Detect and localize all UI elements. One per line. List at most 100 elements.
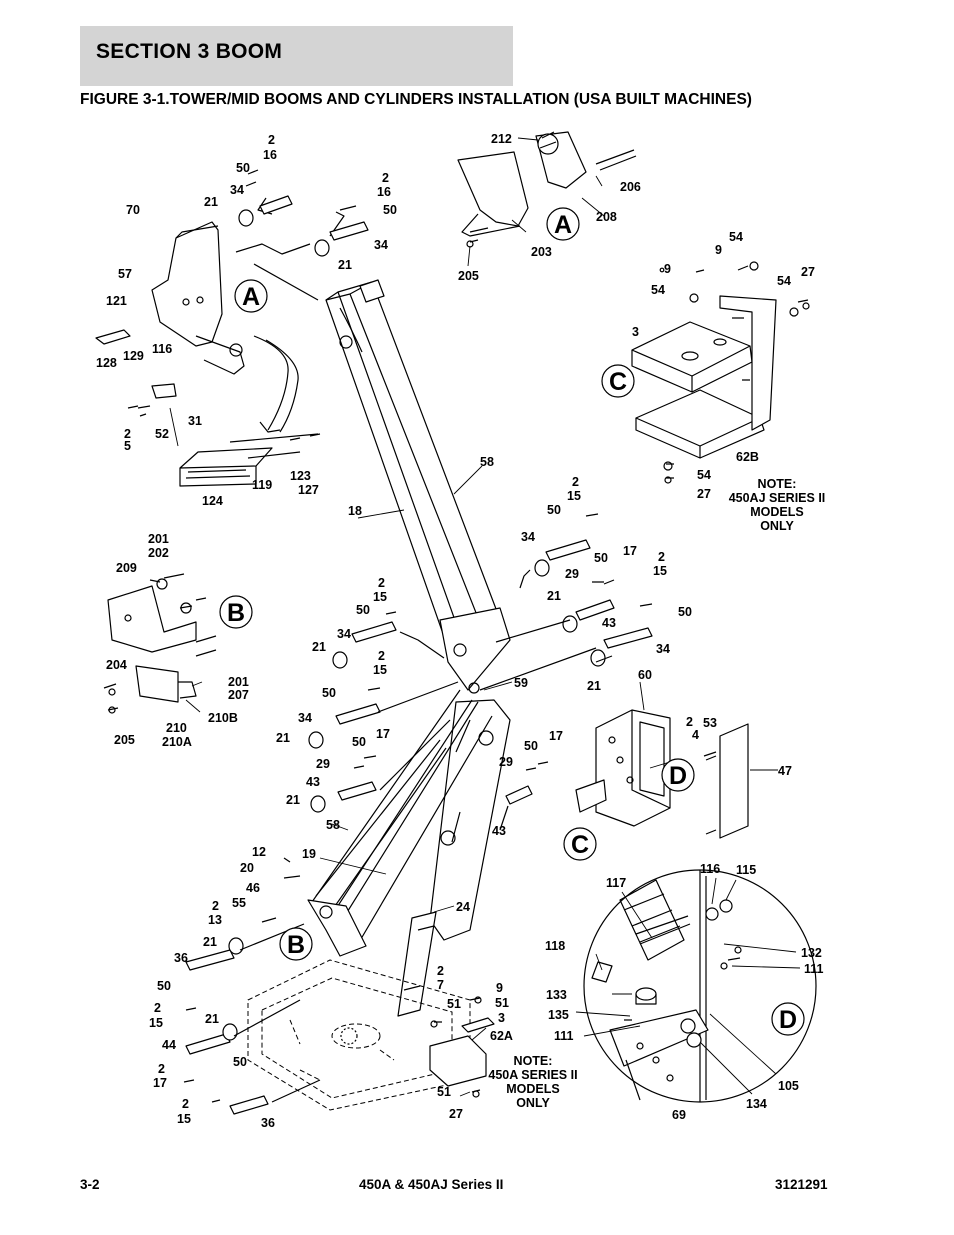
callout-134: 134 <box>746 1097 767 1111</box>
callout-105: 105 <box>778 1079 799 1093</box>
note-line: ONLY <box>516 1096 550 1110</box>
callout-50: 50 <box>356 603 370 617</box>
callout-29: 29 <box>316 757 330 771</box>
callout-18: 18 <box>348 504 362 518</box>
callout-24: 24 <box>456 900 470 914</box>
callout-212: 212 <box>491 132 512 146</box>
section-header-band <box>80 26 513 86</box>
callout-9: 9 <box>715 243 722 257</box>
callout-116: 116 <box>152 342 172 356</box>
callout-201: 201 <box>228 675 249 689</box>
callout-111: 111 <box>554 1029 574 1043</box>
callout-2: 2 <box>686 715 693 729</box>
callout-47: 47 <box>778 764 792 778</box>
callout-34: 34 <box>656 642 670 656</box>
detail-a-label: A <box>554 211 572 239</box>
callout-2: 2 <box>382 171 389 185</box>
callout-15: 15 <box>373 663 387 677</box>
callout-34: 34 <box>337 627 351 641</box>
note-line: 450AJ SERIES II <box>729 491 826 505</box>
callout-12: 12 <box>252 845 266 859</box>
callout-15: 15 <box>567 489 581 503</box>
callout-2: 2 <box>658 550 665 564</box>
callout-59: 59 <box>514 676 528 690</box>
section-title: SECTION 3 BOOM <box>96 40 283 63</box>
boom-illustration <box>95 131 817 1115</box>
detail-c-label: C <box>609 368 627 396</box>
callout-17: 17 <box>153 1076 167 1090</box>
callout-21: 21 <box>312 640 326 654</box>
callout-54: 54 <box>729 230 743 244</box>
note-line: 450A SERIES II <box>488 1068 577 1082</box>
callout-21: 21 <box>547 589 561 603</box>
note-line: ONLY <box>760 519 794 533</box>
note-line: MODELS <box>506 1082 559 1096</box>
callout-50: 50 <box>233 1055 247 1069</box>
callout-123: 123 <box>290 469 311 483</box>
callout-2: 2 <box>268 133 275 147</box>
footer-doc-number: 3121291 <box>775 1177 828 1192</box>
callout-21: 21 <box>205 1012 219 1026</box>
callout-43: 43 <box>602 616 616 630</box>
note-line: NOTE: <box>758 477 797 491</box>
callout-50: 50 <box>594 551 608 565</box>
callout-50: 50 <box>236 161 250 175</box>
callout-50: 50 <box>678 605 692 619</box>
callout-60: 60 <box>638 668 652 682</box>
note-450a: NOTE: 450A SERIES II MODELS ONLY <box>488 1054 577 1110</box>
callout-21: 21 <box>587 679 601 693</box>
callout-203: 203 <box>531 245 552 259</box>
callout-111: 111 <box>804 962 824 976</box>
callout-36: 36 <box>261 1116 275 1130</box>
callout-51: 51 <box>437 1085 451 1099</box>
callout-202: 202 <box>148 546 169 560</box>
callout-7: 7 <box>437 978 444 992</box>
callout-34: 34 <box>521 530 535 544</box>
note-line: NOTE: <box>514 1054 553 1068</box>
callout-17: 17 <box>376 727 390 741</box>
callout-27: 27 <box>801 265 815 279</box>
callout-50: 50 <box>524 739 538 753</box>
callout-55: 55 <box>232 896 246 910</box>
callout-208: 208 <box>596 210 617 224</box>
callout-16: 16 <box>263 148 277 162</box>
leader-lines <box>169 137 801 1097</box>
callout-52: 52 <box>155 427 169 441</box>
callout-2: 2 <box>572 475 579 489</box>
callout-43: 43 <box>306 775 320 789</box>
callout-34: 34 <box>374 238 388 252</box>
part-callouts: 212 206 208 203 205 2 16 50 34 21 2 16 5… <box>96 132 824 1130</box>
callout-50: 50 <box>352 735 366 749</box>
callout-19: 19 <box>302 847 316 861</box>
callout-13: 13 <box>208 913 222 927</box>
footer-page-number: 3-2 <box>80 1177 100 1192</box>
callout-36: 36 <box>174 951 188 965</box>
callout-204: 204 <box>106 658 127 672</box>
detail-b-label: B <box>227 599 245 627</box>
callout-50: 50 <box>322 686 336 700</box>
callout-2: 2 <box>378 576 385 590</box>
callout-62B: 62B <box>736 450 759 464</box>
callout-20: 20 <box>240 861 254 875</box>
callout-2: 2 <box>437 964 444 978</box>
callout-44: 44 <box>162 1038 176 1052</box>
callout-15: 15 <box>177 1112 191 1126</box>
callout-50: 50 <box>157 979 171 993</box>
callout-43: 43 <box>492 824 506 838</box>
callout-27: 27 <box>449 1107 463 1121</box>
callout-5: 5 <box>124 439 131 453</box>
callout-124: 124 <box>202 494 223 508</box>
callout-34: 34 <box>230 183 244 197</box>
callout-15: 15 <box>373 590 387 604</box>
callout-2: 2 <box>154 1001 161 1015</box>
figure-title: FIGURE 3-1.TOWER/MID BOOMS AND CYLINDERS… <box>80 91 752 108</box>
footer-model: 450A & 450AJ Series II <box>359 1177 504 1192</box>
callout-2: 2 <box>158 1062 165 1076</box>
callout-3: 3 <box>498 1011 505 1025</box>
callout-31: 31 <box>188 414 202 428</box>
callout-29: 29 <box>565 567 579 581</box>
callout-69: 69 <box>672 1108 686 1122</box>
callout-29: 29 <box>499 755 513 769</box>
callout-27: 27 <box>697 487 711 501</box>
